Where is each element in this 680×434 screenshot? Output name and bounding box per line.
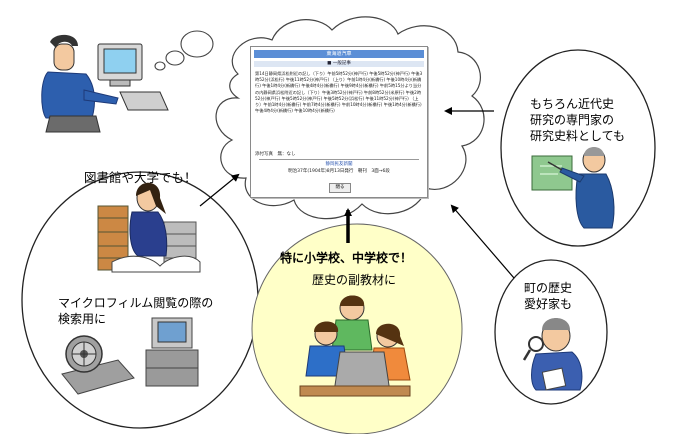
label-local-line2: 愛好家も	[524, 297, 573, 311]
label-school-sub: 歴史の副教材に	[312, 273, 397, 287]
label-school-heading: 特に小学校、中学校で！	[280, 251, 413, 265]
woman-with-books-illustration	[97, 182, 201, 273]
screen-attachment: 添付写真 無：なし	[255, 152, 296, 157]
screen-source[interactable]: 静岡民友新聞	[325, 162, 353, 167]
researcher-ellipse	[500, 49, 656, 247]
screen-divider	[259, 159, 419, 160]
label-researcher-line1: もちろん近代史	[530, 97, 615, 111]
screen-article-text: 第14日静岡県浜松附近の記し（下り）午前5時52分(神戸行) 午後5時52分(神…	[255, 71, 423, 114]
thought-bubble-2	[165, 50, 185, 66]
label-microfilm-line2: 検索用に	[58, 312, 107, 326]
screen-title: 東海道汽車	[254, 50, 424, 58]
close-button[interactable]: 閉る	[329, 183, 351, 193]
label-researcher-line2: 研究の専門家の	[530, 113, 615, 127]
thought-bubble-3	[154, 61, 166, 71]
microfilm-reader-illustration	[61, 317, 199, 395]
researcher-illustration	[531, 147, 615, 229]
newspaper-record-screen: 東海道汽車 ■ 一般記事 第14日静岡県浜松附近の記し（下り）午前5時52分(神…	[250, 46, 428, 198]
children-at-computer-illustration	[299, 295, 411, 397]
screen-published: 明治37年(1904年)8月13日発行 朝刊 3面→6段	[288, 169, 390, 174]
label-microfilm-line1: マイクロフィルム閲覧の際の	[58, 296, 214, 310]
label-local-line1: 町の歴史	[524, 281, 573, 295]
man-at-computer-illustration	[41, 34, 169, 133]
arrow-library	[199, 173, 240, 207]
label-researcher-line3: 研究史料としても	[530, 129, 626, 143]
local-historian-illustration	[522, 318, 583, 391]
thought-bubble-1	[180, 30, 214, 58]
arrow-local	[450, 204, 515, 279]
label-library: 図書館や大学でも！	[84, 170, 197, 185]
screen-section: ■ 一般記事	[254, 61, 424, 67]
